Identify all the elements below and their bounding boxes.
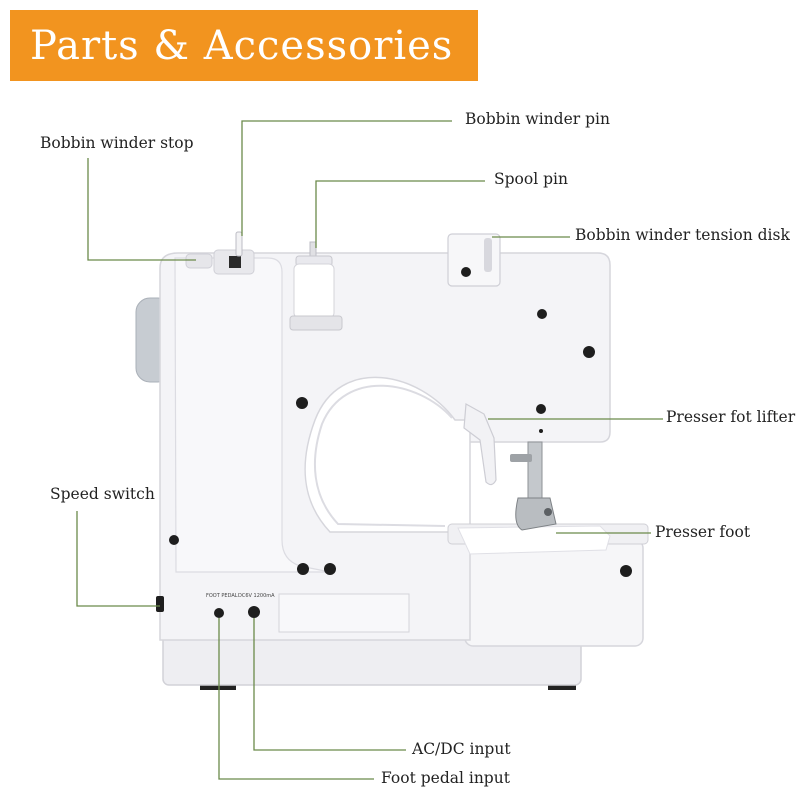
thread-spool: [293, 263, 335, 319]
machine-foot-right: [548, 682, 576, 690]
power-port: [248, 606, 260, 618]
presser-foot-screw: [544, 508, 552, 516]
callout-foot-pedal-input: Foot pedal input: [381, 769, 510, 787]
speed-switch-part: [156, 596, 164, 612]
title-banner: Parts & Accessories: [10, 10, 478, 81]
presser-foot-part: [515, 497, 557, 531]
bobbin-winder-pin: [235, 231, 243, 257]
callout-presser-foot-lifter: Presser fot lifter: [666, 408, 796, 426]
machine-foot-left: [200, 682, 236, 690]
leader-lines: [76, 120, 663, 780]
leader-spool-pin: [315, 180, 485, 248]
free-arm: [464, 539, 644, 647]
callout-bobbin-winder-stop: Bobbin winder stop: [40, 134, 194, 152]
foot-pedal-port: [214, 608, 224, 618]
callout-speed-switch: Speed switch: [50, 485, 155, 503]
leader-bobbin-winder-stop: [87, 158, 196, 261]
foot-pedal-print: FOOT PEDAL: [206, 593, 238, 599]
bobbin-winder-stop: [185, 253, 213, 269]
leader-foot-pedal: [218, 618, 374, 780]
tension-disk-bracket: [447, 233, 501, 287]
presser-foot-lifter-part: [463, 403, 497, 486]
leader-speed-switch: [76, 511, 160, 607]
callout-ac-dc-input: AC/DC input: [412, 740, 511, 758]
throat-edge: [313, 384, 453, 527]
tension-disk: [484, 238, 492, 272]
callout-bobbin-winder-pin: Bobbin winder pin: [465, 110, 610, 128]
leader-ac-dc: [253, 618, 406, 751]
needle-clamp: [510, 454, 532, 462]
fabric: [457, 525, 611, 555]
power-rating-print: DC6V 1200mA: [238, 593, 275, 599]
rating-plate: [278, 593, 410, 633]
body-screws: [169, 309, 632, 577]
spool-holder: [289, 315, 343, 331]
bobbin-winder-slot: [229, 256, 241, 268]
callout-bobbin-winder-tension-disk: Bobbin winder tension disk: [575, 226, 790, 244]
leader-bobbin-winder-pin: [241, 120, 452, 236]
needle-bar: [527, 441, 543, 499]
tension-screw: [461, 267, 471, 277]
page-title: Parts & Accessories: [30, 22, 454, 69]
callout-spool-pin: Spool pin: [494, 170, 568, 188]
callout-presser-foot: Presser foot: [655, 523, 751, 541]
